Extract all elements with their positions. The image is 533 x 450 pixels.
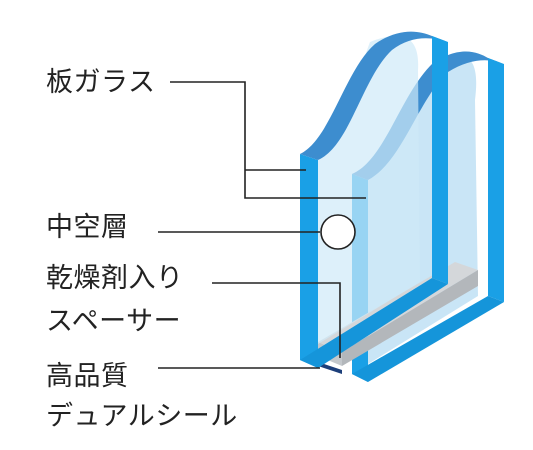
front-glass-left-edge — [300, 154, 318, 368]
spacer-side-face — [342, 270, 478, 366]
front-glass-top-edge — [300, 31, 448, 160]
label-air-layer: 中空層 — [46, 212, 129, 243]
front-glass-face — [318, 35, 420, 344]
label-seal-line1: 高品質 — [46, 361, 129, 392]
leader-lines — [158, 81, 366, 369]
label-seal-line2: デュアルシール — [46, 401, 238, 432]
leader-glass — [170, 81, 366, 199]
label-sheet-glass: 板ガラス — [46, 67, 156, 98]
air-layer-marker — [320, 214, 356, 250]
label-spacer-line2: スペーサー — [46, 306, 182, 337]
back-glass-right-edge — [488, 58, 504, 302]
leader-spacer — [212, 282, 341, 358]
back-glass-bottom-edge — [352, 296, 504, 382]
front-glass-right-edge — [432, 36, 448, 284]
front-glass-bottom-edge — [300, 278, 448, 368]
label-spacer-line1: 乾燥剤入り — [46, 263, 184, 294]
dual-seal-strip — [318, 362, 342, 374]
front-glass-pane — [300, 31, 448, 368]
